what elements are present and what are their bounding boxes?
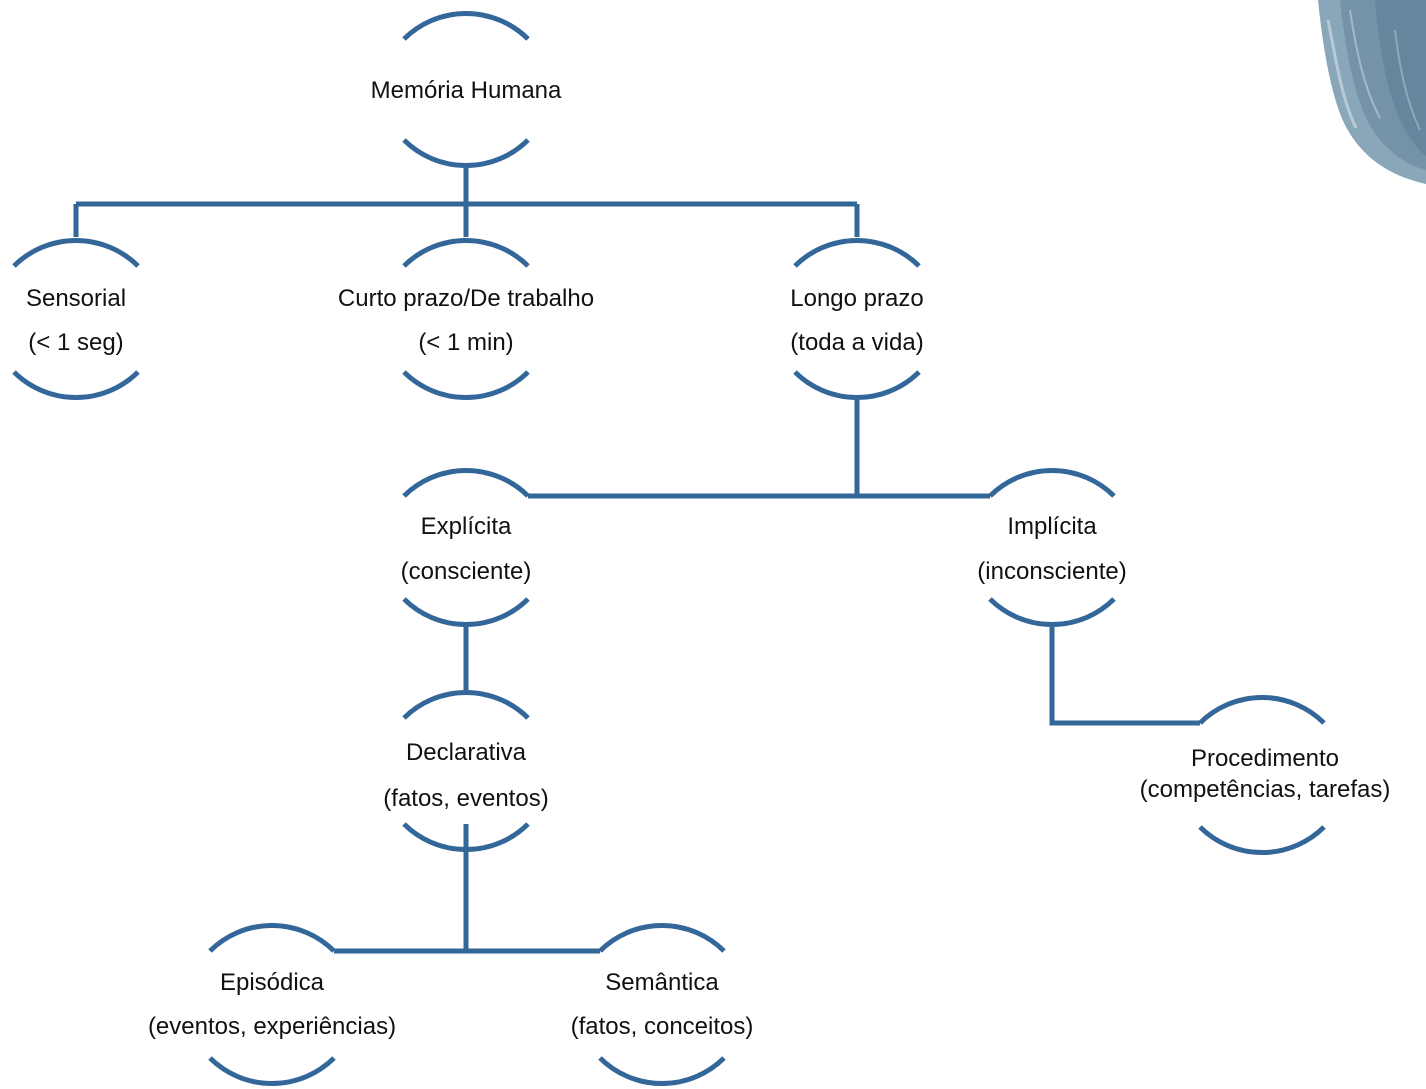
node-implicita: Implícita (inconsciente) xyxy=(977,513,1126,585)
node-declarativa: Declarativa (fatos, eventos) xyxy=(383,739,548,812)
node-implicita-subtitle: (inconsciente) xyxy=(977,558,1126,585)
node-sensorial-duration: (< 1 seg) xyxy=(28,329,123,356)
node-declarativa-subtitle: (fatos, eventos) xyxy=(383,785,548,812)
node-root-title: Memória Humana xyxy=(371,77,562,104)
node-procedimento: Procedimento (competências, tarefas) xyxy=(1140,745,1391,803)
node-explicita-subtitle: (consciente) xyxy=(401,558,532,585)
node-declarativa-arcs xyxy=(402,689,530,853)
node-curto-arcs xyxy=(402,237,530,401)
node-arcs xyxy=(12,10,1326,1087)
node-episodica-subtitle: (eventos, experiências) xyxy=(148,1013,396,1040)
node-curto-title: Curto prazo/De trabalho xyxy=(338,285,594,312)
node-longo-arcs xyxy=(793,237,921,401)
node-curto: Curto prazo/De trabalho (< 1 min) xyxy=(338,285,594,356)
node-semantica-title: Semântica xyxy=(605,969,719,996)
node-episodica-title: Episódica xyxy=(220,969,325,996)
node-explicita-arcs xyxy=(402,467,530,628)
node-episodica: Episódica (eventos, experiências) xyxy=(148,969,396,1040)
node-sensorial-arcs xyxy=(12,237,140,401)
node-root: Memória Humana xyxy=(371,77,562,104)
connector-lines xyxy=(73,168,1200,954)
node-longo-title: Longo prazo xyxy=(790,285,923,312)
node-declarativa-title: Declarativa xyxy=(406,739,527,766)
node-implicita-title: Implícita xyxy=(1007,513,1097,540)
node-root-arcs xyxy=(402,10,530,169)
node-explicita-title: Explícita xyxy=(421,513,512,540)
node-longo: Longo prazo (toda a vida) xyxy=(790,285,923,356)
node-semantica: Semântica (fatos, conceitos) xyxy=(571,969,754,1040)
node-longo-duration: (toda a vida) xyxy=(790,329,923,356)
node-sensorial-title: Sensorial xyxy=(26,285,126,312)
node-semantica-arcs xyxy=(598,922,726,1087)
node-explicita: Explícita (consciente) xyxy=(401,513,532,585)
node-episodica-arcs xyxy=(208,922,336,1087)
node-curto-duration: (< 1 min) xyxy=(418,329,513,356)
connector-implicita-to-procedimento xyxy=(1049,627,1200,726)
node-procedimento-title: Procedimento xyxy=(1191,745,1339,772)
node-semantica-subtitle: (fatos, conceitos) xyxy=(571,1013,754,1040)
node-procedimento-subtitle: (competências, tarefas) xyxy=(1140,776,1391,803)
node-procedimento-arcs xyxy=(1198,694,1326,856)
watercolor-decoration xyxy=(1318,0,1426,184)
node-sensorial: Sensorial (< 1 seg) xyxy=(26,285,126,356)
node-labels: Memória Humana Sensorial (< 1 seg) Curto… xyxy=(26,77,1390,1040)
node-implicita-arcs xyxy=(988,467,1116,628)
